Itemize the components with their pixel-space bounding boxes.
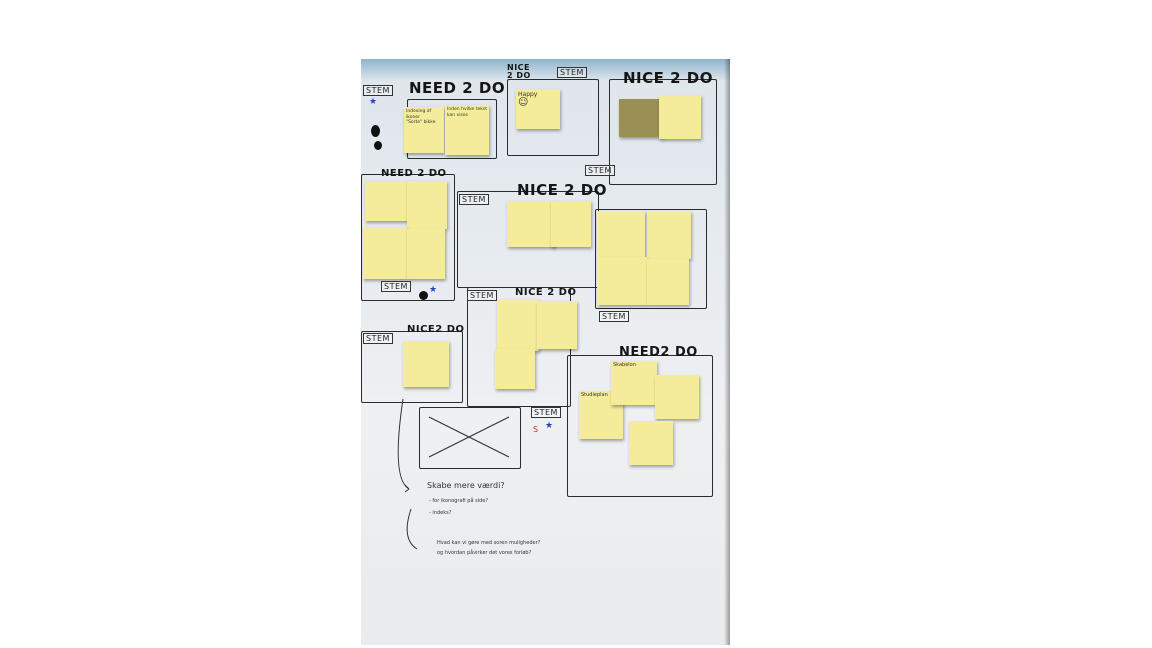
note-nice-mid-3 bbox=[495, 349, 535, 389]
star-icon-1: ★ bbox=[369, 97, 378, 107]
note-need-right-3 bbox=[655, 375, 699, 419]
tag-stem-8: STEM bbox=[363, 333, 393, 344]
bottom-note-line4: Hvad kan vi gøre med soren muligheder? bbox=[437, 540, 541, 546]
cross-sketch bbox=[428, 416, 510, 458]
note-nice-top-right-1 bbox=[619, 99, 663, 137]
star-icon-3: ★ bbox=[545, 421, 554, 431]
box-nice-top-small bbox=[507, 79, 599, 156]
tag-stem-1: STEM bbox=[363, 85, 393, 96]
tag-stem-7: STEM bbox=[467, 290, 497, 301]
header-need-right: NEED2 DO bbox=[619, 345, 698, 360]
header-nice-center: NICE 2 DO bbox=[517, 181, 607, 199]
note-need-left-3 bbox=[363, 227, 407, 279]
box-nice-top-right bbox=[609, 79, 717, 185]
note-nice-center-2 bbox=[551, 201, 591, 247]
tag-stem-9: STEM bbox=[531, 407, 561, 418]
arrow-lines bbox=[397, 398, 418, 550]
tag-stem-2: STEM bbox=[557, 67, 587, 78]
header-need-left: NEED 2 DO bbox=[381, 168, 447, 179]
header-nice-mid: NICE 2 DO bbox=[515, 287, 577, 298]
bottom-note-line3: - indeks? bbox=[429, 510, 452, 516]
note-nice-center-1 bbox=[507, 201, 555, 247]
ink-blot-1 bbox=[371, 125, 380, 137]
star-icon-2: ★ bbox=[429, 285, 438, 295]
box-need-right bbox=[567, 355, 713, 497]
note-right-middle-3 bbox=[597, 257, 647, 305]
photo-edge-shadow bbox=[724, 59, 730, 645]
whiteboard-photo: NEED 2 DO STEM NICE 2 DO STEM NICE 2 DO … bbox=[361, 59, 730, 645]
tag-stem-5: STEM bbox=[585, 165, 615, 176]
note-nice-mid-1 bbox=[497, 299, 539, 351]
box-need-left bbox=[361, 174, 455, 301]
box-nice-lower-left bbox=[361, 331, 463, 403]
note-nice-lower-left bbox=[403, 341, 449, 387]
bottom-note-line1: Skabe mere værdi? bbox=[427, 481, 505, 490]
header-nice-top-small: NICE 2 DO bbox=[507, 63, 531, 80]
note-nice-mid-2 bbox=[537, 301, 577, 349]
note-happy-label: Happy bbox=[518, 91, 538, 98]
header-nice-top-right: NICE 2 DO bbox=[623, 69, 713, 87]
box-sketch bbox=[419, 407, 521, 469]
header-nice-lower-left: NICE2 DO bbox=[407, 324, 465, 335]
bottom-note-line2: - for ikonografi på side? bbox=[429, 498, 489, 504]
ink-blot-2 bbox=[374, 141, 382, 150]
note-skabelon: Skabelon bbox=[611, 361, 657, 405]
note-studieplan-label: Studieplan bbox=[581, 392, 608, 398]
note-need-right-4 bbox=[629, 421, 673, 465]
note-nice-top-right-2 bbox=[659, 95, 701, 139]
tag-stem-3: STEM bbox=[381, 281, 411, 292]
tag-stem-4: STEM bbox=[459, 194, 489, 205]
note-skabelon-label: Skabelon bbox=[613, 362, 636, 368]
bottom-note-line5: og hvordan påvirker det vores forløb? bbox=[437, 550, 532, 556]
header-need-top: NEED 2 DO bbox=[409, 79, 506, 97]
note-right-middle-2 bbox=[647, 211, 691, 259]
box-right-middle bbox=[595, 209, 707, 309]
tag-stem-6: STEM bbox=[599, 311, 629, 322]
note-happy: Happy ☺ bbox=[516, 89, 560, 129]
note-need-top-1: Indexing af ikoner"Sorte" bikke bbox=[404, 107, 444, 153]
note-need-left-2 bbox=[407, 181, 447, 229]
note-right-middle-4 bbox=[647, 259, 689, 305]
note-need-top-2: Inden hvilke tekst kan vises bbox=[445, 105, 489, 155]
ink-blot-3 bbox=[419, 291, 428, 300]
red-mark-s: S bbox=[533, 425, 539, 434]
note-need-left-4 bbox=[407, 229, 445, 279]
note-right-middle-1 bbox=[597, 211, 645, 257]
